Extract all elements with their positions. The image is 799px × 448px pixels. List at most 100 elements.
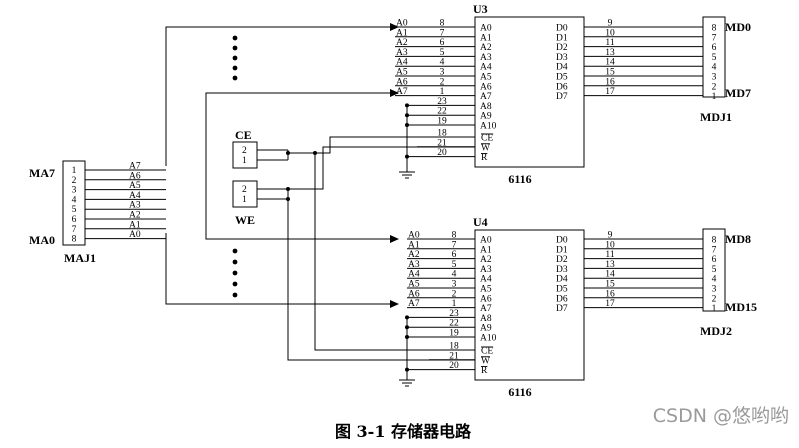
u3-pin-number: 6: [440, 38, 445, 48]
ce_switch-pin-number: 1: [242, 156, 247, 166]
maj1-connector: [62, 160, 86, 246]
circuit-wires: [85, 26, 703, 380]
ellipsis-dot: [232, 35, 238, 41]
maj1-pin-number: 7: [72, 225, 77, 235]
u4-data-pin-number: 13: [605, 260, 615, 270]
u3-pin-label: A9: [480, 112, 492, 122]
u4-junction-dot: [405, 335, 409, 339]
u4-control-label: R: [481, 366, 488, 376]
junction-dot: [286, 187, 290, 191]
u4-address-input-label: A0: [408, 231, 420, 241]
u4-pin-label: A5: [480, 285, 492, 295]
maj1-pin-number: 1: [72, 166, 77, 176]
u4-pin-label: A8: [480, 314, 492, 324]
u3-address-input-label: A4: [396, 58, 408, 68]
maj1-pin-number: 6: [72, 215, 77, 225]
ce-to-u4: [314, 153, 475, 351]
we_switch-label: WE: [235, 213, 255, 227]
u3-data-pin-label: D4: [556, 63, 568, 73]
u4-pin-label: A7: [480, 304, 492, 314]
mdj2-pin-number: 3: [712, 285, 717, 295]
u3-name: U3: [473, 2, 488, 16]
mdj2-pin-number: 2: [712, 294, 717, 304]
ellipsis-dot: [232, 281, 238, 287]
u3-pin-number: 2: [440, 77, 445, 87]
u4-pin-number: 8: [452, 231, 457, 241]
u3-pin-label: A2: [480, 43, 492, 53]
mdj2-name: MDJ2: [700, 324, 732, 338]
u3-pin-label: A5: [480, 73, 492, 83]
u4-pin-label: A2: [480, 255, 492, 265]
u4-data-pin-number: 15: [605, 280, 615, 290]
u4-data-pin-label: D4: [556, 275, 568, 285]
u4-pin-label: A4: [480, 275, 492, 285]
maj1-signal-label: A2: [129, 211, 141, 221]
u3-part-number: 6116: [508, 172, 531, 186]
address-bus-upper: [165, 26, 390, 166]
u3-data-pin-number: 9: [608, 19, 613, 29]
mdj2-pin-number: 1: [712, 304, 717, 314]
u4-pin-label: A0: [480, 236, 492, 246]
u4-data-pin-label: D0: [556, 236, 568, 246]
u3-data-pin-number: 16: [605, 77, 615, 87]
u3-junction-dot: [405, 154, 409, 159]
watermark: CSDN @悠哟哟: [653, 405, 789, 427]
u3-data-pin-label: D5: [556, 73, 568, 83]
mdj1-connector: [702, 16, 726, 98]
u3-pin-label: A0: [480, 24, 492, 34]
ellipsis-dot: [232, 65, 238, 71]
u3-address-input-label: A5: [396, 68, 408, 78]
mdj2-pin-number: 7: [712, 245, 717, 255]
u4-data-pin-label: D1: [556, 245, 568, 255]
u4-data-pin-label: D7: [556, 304, 568, 314]
u3-pin-label: A8: [480, 102, 492, 112]
maj1-signal-label: A5: [129, 181, 141, 191]
figure-caption: 图 3-1 存储器电路: [335, 422, 472, 441]
u4-pin-number: 1: [452, 299, 457, 309]
u4-address-input-label: A5: [408, 280, 420, 290]
circuit-components: [62, 16, 726, 387]
u4-pin-number: 2: [452, 289, 457, 299]
bus-arrow-u3-lower: [390, 89, 399, 97]
u4-junction-dot: [405, 325, 409, 330]
u3-data-pin-number: 14: [605, 58, 615, 68]
u4-pin-label: A9: [480, 324, 492, 334]
maj1-bottom-label: MA0: [29, 233, 55, 247]
u3-pin-number: 18: [437, 129, 447, 139]
u4-address-input-label: A7: [408, 299, 420, 309]
u4-pin-number: 19: [449, 329, 459, 339]
mdj1-pin-number: 5: [712, 53, 717, 63]
mdj1-pin-number: 1: [712, 92, 717, 102]
address-bus-lower: [165, 233, 390, 305]
u3-address-input-label: A2: [396, 38, 408, 48]
junction-dot: [286, 197, 290, 201]
u4-data-pin-number: 17: [605, 299, 615, 309]
u3-data-pin-number: 15: [605, 68, 615, 78]
maj1-signal-label: A4: [129, 191, 141, 201]
u3-data-pin-number: 13: [605, 48, 615, 58]
u4-pin-label: A3: [480, 265, 492, 275]
mdj2-connector: [702, 228, 726, 312]
maj1-pin-number: 2: [72, 176, 77, 186]
u4-data-pin-number: 14: [605, 270, 615, 280]
ce-to-u3: [288, 136, 475, 154]
u4-pin-number: 18: [449, 342, 459, 352]
u3-control-label: R: [481, 153, 488, 163]
u3-pin-number: 8: [440, 19, 445, 29]
u3-junction-dot: [405, 113, 409, 118]
bus-arrow-u3: [390, 23, 399, 31]
u3-pin-label: A6: [480, 82, 492, 92]
u3-pin-label: A1: [480, 33, 492, 43]
mdj1-top-label: MD0: [725, 20, 751, 34]
junction-dot: [313, 151, 317, 155]
u3-data-pin-number: 11: [605, 38, 614, 48]
ellipsis-dot: [232, 75, 238, 81]
mdj2-pin-number: 6: [712, 255, 717, 265]
u3-pin-number: 3: [440, 68, 445, 78]
mdj1-bottom-label: MD7: [725, 86, 751, 100]
u4-address-input-label: A1: [408, 240, 420, 250]
u3-pin-number: 23: [437, 97, 447, 107]
mdj1-pin-number: 2: [712, 82, 717, 92]
ellipsis-dot: [232, 259, 238, 265]
